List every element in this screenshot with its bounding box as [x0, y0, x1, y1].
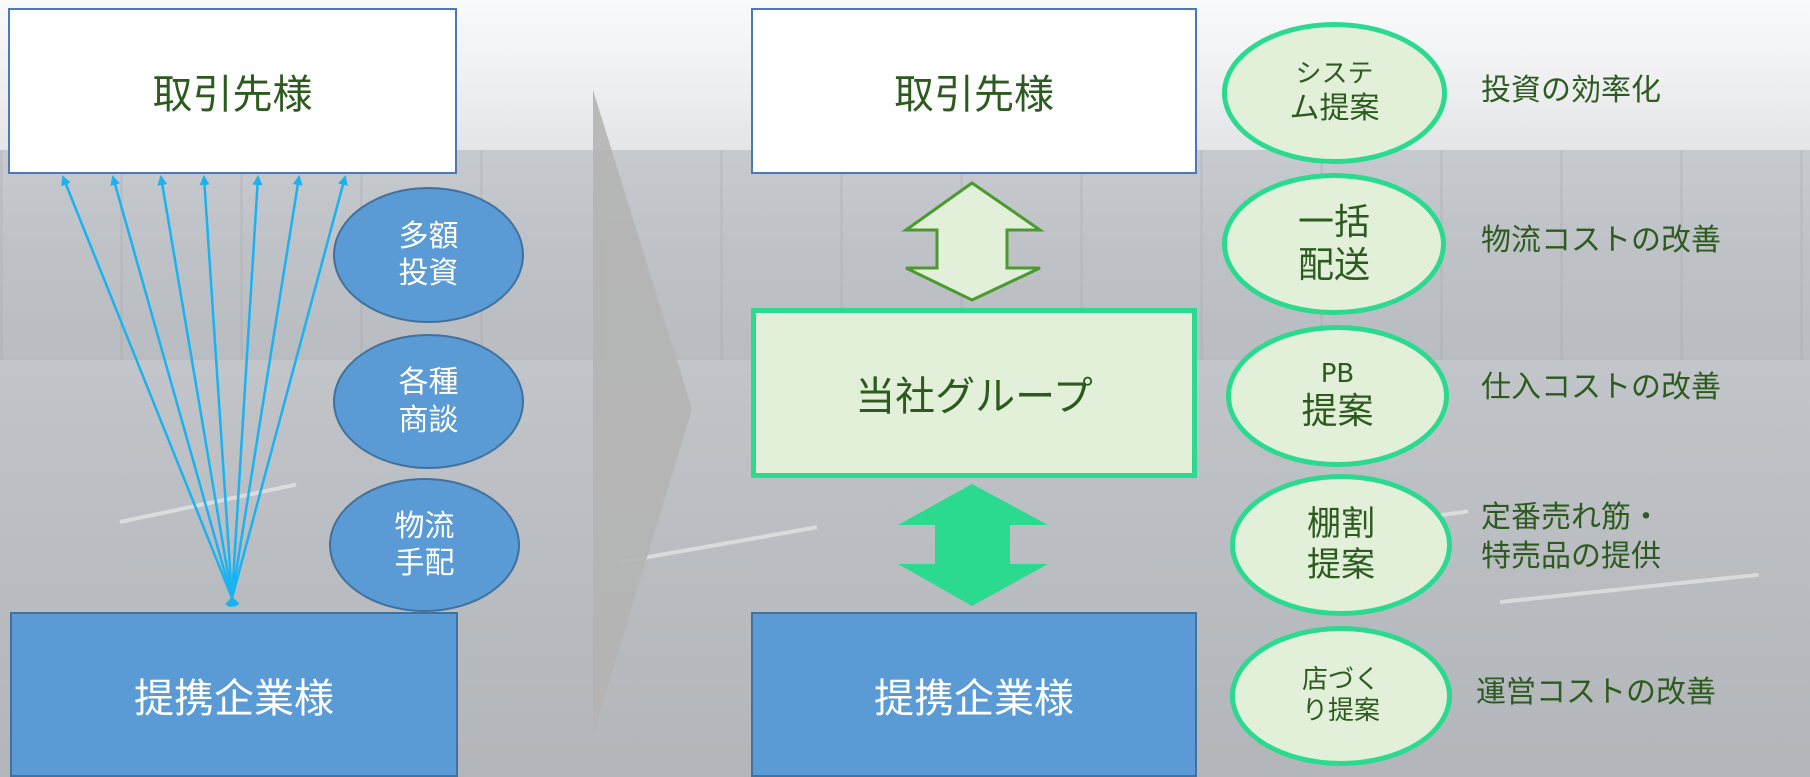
burden-ellipse-negotiation: 各種 商談 [333, 334, 524, 469]
our-group-label: 当社グループ [855, 374, 1093, 420]
transition-arrow [593, 90, 692, 735]
service-line1: 店づく [1301, 664, 1380, 695]
effect-line2: 特売品の提供 [1481, 539, 1661, 574]
service-line1: PB [1320, 358, 1355, 389]
service-line2: 提案 [1307, 545, 1375, 585]
burden-line2: 手配 [394, 546, 455, 581]
before-partner-box: 提携企業様 [10, 612, 458, 777]
effect-line1: 投資の効率化 [1481, 73, 1661, 108]
burden-ellipse-logistics: 物流 手配 [329, 478, 520, 612]
service-line1: 棚割 [1307, 504, 1375, 545]
after-partner-label: 提携企業様 [874, 675, 1074, 722]
effect-line1: 仕入コストの改善 [1481, 370, 1721, 405]
effect-line1: 物流コストの改善 [1481, 223, 1721, 258]
burden-ellipse-investment: 多額 投資 [333, 187, 524, 323]
supplier-link-arrow [901, 181, 1045, 302]
service-line2: ム提案 [1289, 90, 1380, 126]
our-group-box: 当社グループ [751, 308, 1197, 478]
direct-negotiation-arrows [61, 175, 348, 608]
before-partner-label: 提携企業様 [134, 675, 334, 722]
service-line2: り提案 [1301, 696, 1380, 726]
partner-link-arrow [898, 484, 1048, 606]
after-supplier-box: 取引先様 [751, 8, 1197, 174]
effect-text: 仕入コストの改善 [1481, 368, 1721, 407]
service-ellipse-pb: PB 提案 [1226, 325, 1449, 467]
after-supplier-label: 取引先様 [894, 72, 1054, 118]
service-ellipse-shelf: 棚割 提案 [1230, 474, 1452, 616]
service-line2: 配送 [1297, 245, 1370, 286]
direct-arrow [199, 175, 238, 607]
before-supplier-box: 取引先様 [8, 8, 457, 174]
burden-line1: 物流 [394, 508, 455, 544]
effect-line1: 運営コストの改善 [1476, 675, 1716, 710]
service-line1: 一括 [1297, 201, 1370, 243]
burden-line1: 各種 [398, 365, 459, 400]
direct-arrow [61, 175, 240, 608]
effect-text: 定番売れ筋・ 特売品の提供 [1481, 498, 1661, 576]
after-partner-box: 提携企業様 [751, 612, 1197, 777]
direct-arrow [225, 175, 348, 608]
burden-line1: 多額 [398, 218, 459, 254]
service-ellipse-delivery: 一括 配送 [1222, 173, 1446, 315]
effect-text: 物流コストの改善 [1481, 221, 1721, 260]
service-line2: 提案 [1301, 391, 1374, 432]
before-supplier-label: 取引先様 [152, 72, 313, 118]
service-ellipse-system: システ ム提案 [1222, 22, 1447, 164]
effect-line1: 定番売れ筋・ [1481, 500, 1661, 535]
effect-text: 運営コストの改善 [1476, 673, 1716, 712]
burden-line2: 投資 [398, 256, 459, 291]
burden-line2: 商談 [398, 402, 459, 438]
service-line1: システ [1295, 59, 1374, 90]
service-ellipse-store: 店づく り提案 [1230, 626, 1452, 766]
effect-text: 投資の効率化 [1481, 71, 1661, 110]
direct-arrow [226, 175, 263, 607]
